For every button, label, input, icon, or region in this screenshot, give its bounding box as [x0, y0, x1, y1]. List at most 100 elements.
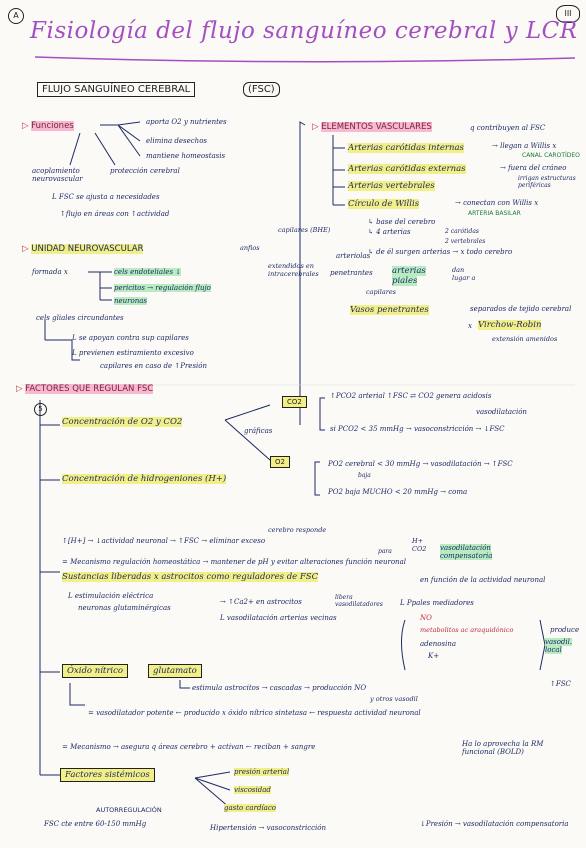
- neuronas-glut: neuronas glutaminérgicas: [78, 604, 171, 612]
- fsc-section-title: FLUJO SANGUÍNEO CEREBRAL: [37, 82, 196, 97]
- arteria-item: Arterias carótidas internas: [348, 143, 464, 153]
- fsc-note: L FSC se ajusta a necesidades: [52, 193, 160, 201]
- hidrogeniones-label: Concentración de hidrogeniones (H+): [62, 474, 227, 484]
- autorregulacion: AUTORREGULACIÓN: [96, 806, 162, 814]
- extendidos-text: extendidos en intracerebrales: [268, 262, 319, 278]
- arteriolas-text: arteriolas: [336, 252, 371, 260]
- fsc-entre: FSC cte entre 60-150 mmHg: [44, 820, 147, 828]
- formada-text: formada x: [32, 268, 68, 276]
- oxido-nitrico: Óxido nítrico: [62, 664, 129, 678]
- h-co2: H+ CO2: [412, 537, 427, 553]
- co2-line: si PCO2 < 35 mmHg → vasoconstricción → ↓…: [330, 425, 505, 433]
- graficas-text: gráficas: [244, 427, 273, 435]
- up-fsc: ↑FSC: [550, 680, 571, 688]
- arteria-note: → conectan con Willis x: [455, 199, 539, 207]
- funcion-item: mantiene homeostasis: [146, 152, 226, 160]
- sustancias-label: Sustancias liberadas x astrocitos como r…: [62, 572, 319, 582]
- unidad-item: neuronas: [114, 297, 147, 305]
- fsc-note: ↑flujo en áreas con ↑actividad: [60, 210, 170, 218]
- produce-text: produce: [550, 626, 580, 634]
- co2-line: ↑PCO2 arterial ↑FSC ⇄ CO2 genera acidosi…: [330, 392, 492, 400]
- glia-note: capilares en caso de ↑Presión: [100, 362, 207, 370]
- proteccion-text: protección cerebral: [110, 167, 180, 175]
- capilares-text: capilares: [366, 288, 396, 296]
- capilares-text: capilares (BHE): [278, 226, 331, 234]
- unidad-label: ▷ UNIDAD NEUROVASCULAR: [22, 244, 144, 254]
- co2-line: vasodilatación: [476, 408, 527, 416]
- o2-line: PO2 baja MUCHO < 20 mmHg → coma: [328, 488, 468, 496]
- elementos-suffix: q contribuyen al FSC: [470, 124, 546, 132]
- en-funcion: en función de la actividad neuronal: [420, 576, 546, 584]
- elementos-label: ▷ ELEMENTOS VASCULARES: [312, 122, 432, 132]
- unidad-item: pericitos → regulación flujo: [114, 284, 211, 292]
- sistemico-item: viscosidad: [234, 786, 271, 794]
- arteria-item: Arterias vertebrales: [348, 181, 435, 191]
- arteria-item: Arterias carótidas externas: [348, 164, 466, 174]
- funcion-item: aporta O2 y nutrientes: [146, 118, 227, 126]
- factores-label: ▷ FACTORES QUE REGULAN FSC: [16, 384, 154, 394]
- hipertension: Hipertensión → vasoconstricción: [210, 824, 327, 832]
- virchow-robin: Virchow-Robin: [478, 320, 542, 330]
- arteria-note: → llegan a Willis x: [492, 142, 557, 150]
- section-letter-badge: A: [8, 8, 24, 24]
- ca-astrocitos: → ↑Ca2+ en astrocitos: [220, 598, 302, 606]
- vasodil-arterias: L vasodilatación arterias vecinas: [220, 614, 337, 622]
- extension-text: extensión amenidos: [492, 335, 558, 343]
- willis-note: ↳ de él surgen arterias → x todo cerebro: [368, 248, 513, 256]
- sistemico-item: presión arterial: [234, 768, 290, 776]
- funcion-item: elimina desechos: [146, 137, 207, 145]
- arteria-note: irrigan estructuras periféricas: [518, 175, 576, 189]
- vasodil-comp: vasodilatación compensatoria: [440, 544, 493, 560]
- willis-note: ↳ 4 arterias: [368, 228, 411, 236]
- dan-lugar-text: dan lugar a: [452, 266, 476, 282]
- co2-box: CO2: [282, 396, 307, 408]
- acoplamiento-text: acoplamiento neurovascular: [32, 167, 83, 183]
- ppales-mediadores: L Ppales mediadores: [400, 599, 474, 607]
- glia-note: L se apoyan contra sup capilares: [72, 334, 189, 342]
- vasodil-potente: = vasodilatador potente ← producido x óx…: [88, 709, 421, 717]
- anfios-text: anfios: [240, 244, 260, 252]
- sistemico-item: gasto cardíaco: [224, 804, 276, 812]
- glia-note: L previenen estiramiento excesivo: [72, 349, 194, 357]
- o2-line: baja: [358, 472, 371, 479]
- separados-text: separados de tejido cerebral: [470, 305, 572, 313]
- vasos-penetrantes: Vasos penetrantes: [350, 305, 429, 315]
- mediator-k: K+: [428, 652, 440, 660]
- mediator-adenosina: adenosina: [420, 640, 457, 648]
- o2-box: O2: [270, 456, 290, 468]
- y-otros: y otros vasodil: [370, 695, 418, 703]
- x-text: x: [468, 322, 472, 330]
- estimula-text: estimula astrocitos → cascadas → producc…: [192, 684, 367, 692]
- fsc-abbr: (FSC): [243, 82, 280, 97]
- factores-count-badge: 5: [34, 403, 47, 416]
- cerebro-responde: cerebro responde: [268, 526, 327, 534]
- mediator-no: NO: [420, 614, 432, 622]
- arterias-piales: arterias piales: [392, 266, 426, 286]
- mediator-metabolitos: metabolitos ac araquidónico: [420, 626, 514, 634]
- arteria-note: → fuera del cráneo: [500, 164, 567, 172]
- mecanismo-homeostatico: = Mecanismo regulación homeostática → ma…: [62, 558, 406, 566]
- penetrantes-text: penetrantes: [330, 269, 373, 277]
- o2-line: PO2 cerebral < 30 mmHg → vasodilatación …: [328, 460, 513, 468]
- mecanismo-bold: = Mecanismo → asegura q áreas cerebro + …: [62, 743, 316, 751]
- para-text: para: [378, 548, 392, 555]
- funciones-label: ▷ Funciones: [22, 121, 74, 131]
- willis-note: 2 vertebrales: [445, 238, 486, 245]
- glia-text: cels gliales circundantes: [36, 314, 124, 322]
- hipotension: ↓Presión → vasodilatación compensatoria: [420, 820, 569, 828]
- vasodil-local: vasodil. local: [545, 638, 573, 654]
- rm-note: Ha lo aprovecha la RM funcional (BOLD): [462, 740, 544, 756]
- page-number-badge: III: [556, 5, 580, 23]
- arteria-item: Círculo de Willis: [348, 199, 420, 209]
- arteria-note: CANAL CAROTÍDEO: [522, 152, 580, 159]
- h-line: ↑[H+] → ↓actividad neuronal → ↑FSC → eli…: [62, 537, 266, 545]
- willis-note: 2 carótidas: [445, 228, 479, 235]
- page-title: Fisiología del flujo sanguíneo cerebral …: [30, 18, 578, 44]
- glutamato: glutamato: [148, 664, 202, 678]
- estimulacion-text: L estimulación eléctrica: [68, 592, 154, 600]
- unidad-item: cels endoteliales ↓: [114, 268, 182, 276]
- conc-o2-co2: Concentración de O2 y CO2: [62, 417, 183, 427]
- arteria-note: ARTERIA BASILAR: [468, 210, 521, 217]
- willis-note: ↳ base del cerebro: [368, 218, 436, 226]
